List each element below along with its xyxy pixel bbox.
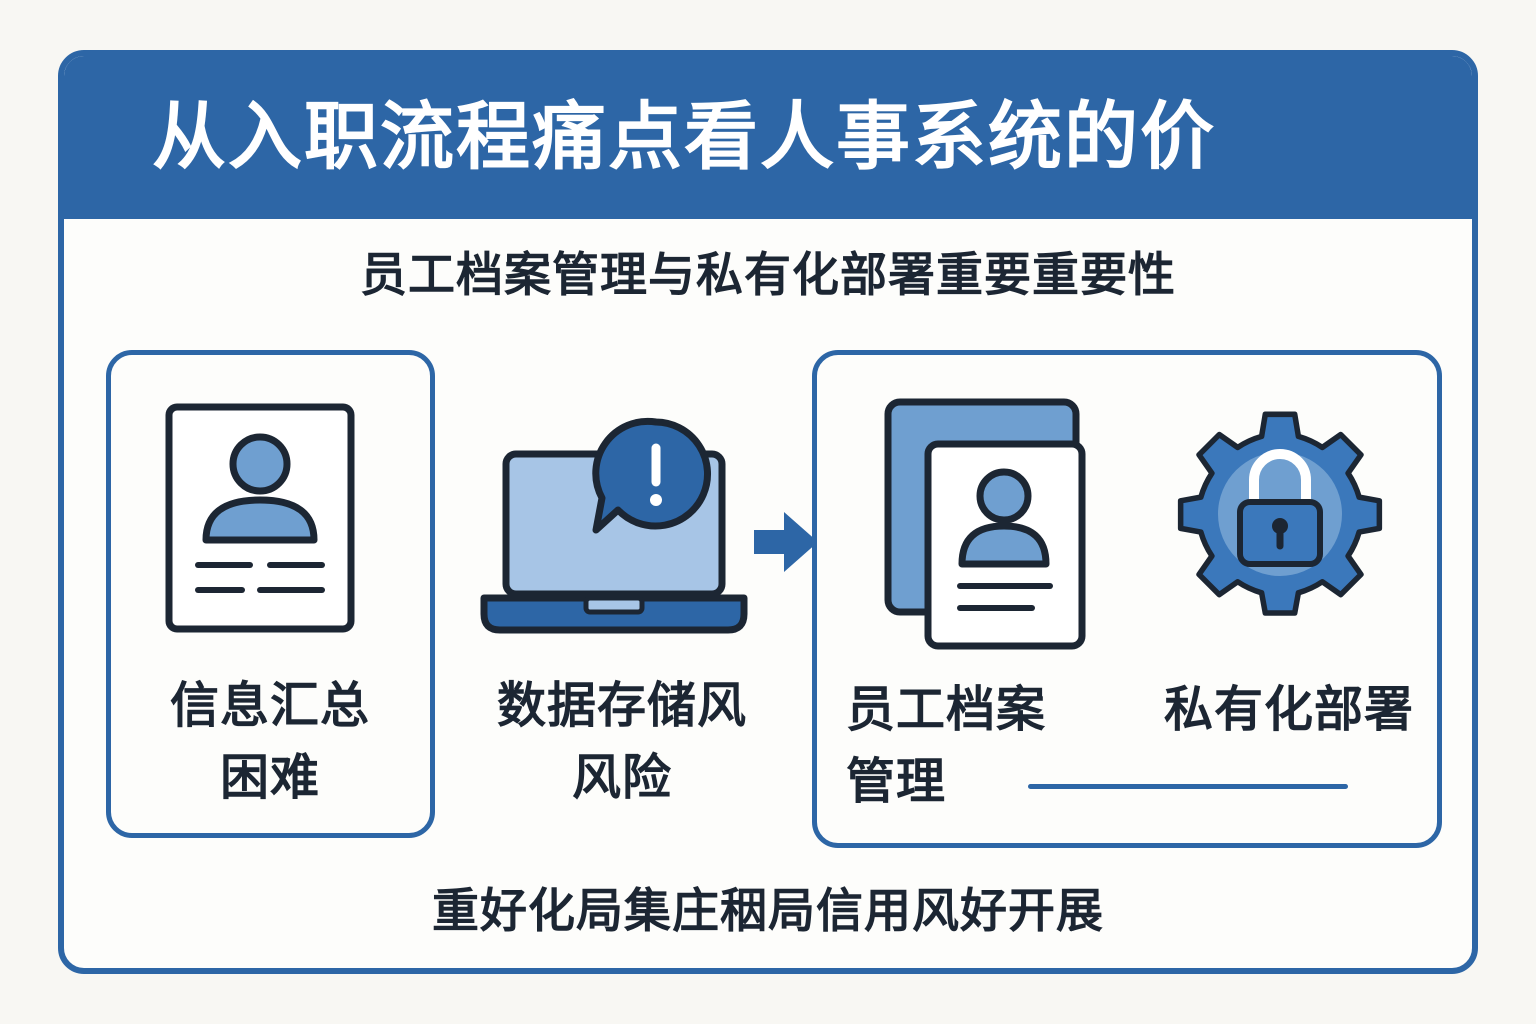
pain-point-label-storage: 数据存储风 风险 <box>452 670 792 814</box>
infographic-frame: 从入职流程痛点看人事系统的价 员工档案管理与私有化部署重要重要性 信息汇总 困难… <box>58 50 1478 974</box>
profile-card-icon <box>165 403 355 633</box>
label-line: 信息汇总 <box>169 677 370 734</box>
page-title: 从入职流程痛点看人事系统的价 <box>152 94 1216 180</box>
label-line: 困难 <box>219 749 320 806</box>
gear-lock-icon <box>1177 411 1383 616</box>
subtitle: 员工档案管理与私有化部署重要重要性 <box>360 248 1176 303</box>
solution-label-files: 员工档案 管理 <box>846 674 1106 818</box>
label-line: 风险 <box>571 749 672 806</box>
right-arrow-icon <box>754 512 818 572</box>
label-line: 私有化部署 <box>1163 681 1414 738</box>
divider-line <box>1028 784 1348 789</box>
laptop-alert-icon <box>480 417 748 634</box>
label-line: 员工档案 <box>846 681 1047 738</box>
title-banner: 从入职流程痛点看人事系统的价 <box>64 56 1472 219</box>
pain-point-label-info: 信息汇总 困难 <box>120 670 420 814</box>
label-line: 数据存储风 <box>496 677 747 734</box>
footer-text: 重好化局集庄秵局信用风好开展 <box>432 884 1104 939</box>
employee-files-icon <box>884 398 1086 650</box>
label-line: 管理 <box>846 753 947 810</box>
solution-label-private-deploy: 私有化部署 <box>1144 674 1434 746</box>
